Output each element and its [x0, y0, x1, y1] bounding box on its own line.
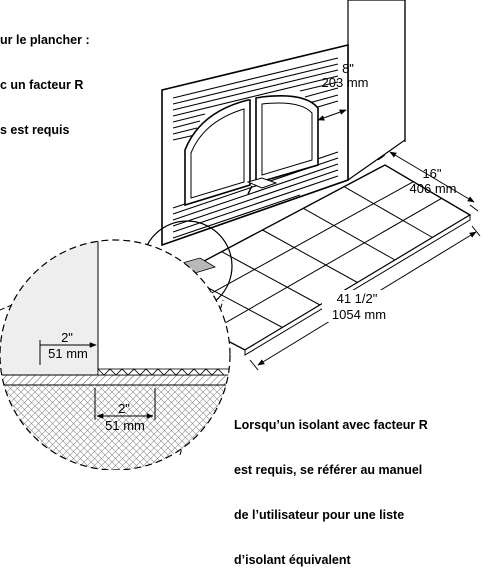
dimension-wall-clearance [317, 109, 347, 121]
note-line: c un facteur R [0, 78, 84, 92]
dimension-front-depth [377, 151, 479, 212]
front-depth-imperial-label: 16" [422, 166, 441, 181]
stove-doors [184, 95, 319, 207]
note-line: d’isolant équivalent [234, 553, 351, 567]
detail-bottom-imperial-label: 2" [118, 401, 130, 416]
wall-clearance-imperial-label: 8" [342, 61, 354, 76]
r-factor-note: Lorsqu’un isolant avec facteur R est req… [234, 388, 428, 583]
note-line: de l’utilisateur pour une liste [234, 508, 405, 522]
width-imperial-label: 41 1/2" [337, 291, 378, 306]
detail-side-imperial-label: 2" [61, 330, 73, 345]
detail-magnifier [0, 239, 231, 470]
detail-side-metric-label: 51 mm [48, 346, 88, 361]
tile-grid-line [343, 186, 433, 238]
width-metric-label: 1054 mm [332, 307, 386, 322]
hearth-clearance-diagram: 8" 203 mm 16" 406 mm 41 1/2" 1054 mm [0, 0, 481, 470]
top-louvres [172, 57, 339, 141]
stove [161, 43, 349, 247]
front-depth-metric-label: 406 mm [410, 181, 457, 196]
detail-bottom-metric-label: 51 mm [105, 418, 145, 433]
note-line: Lorsqu’un isolant avec facteur R [234, 418, 428, 432]
note-line: est requis, se référer au manuel [234, 463, 423, 477]
note-line: s est requis [0, 123, 70, 137]
back-wall [347, 0, 406, 182]
wall-clearance-metric-label: 203 mm [322, 75, 369, 90]
floor-insulation-note: ur le plancher : c un facteur R s est re… [0, 3, 90, 153]
note-line: ur le plancher : [0, 33, 90, 47]
